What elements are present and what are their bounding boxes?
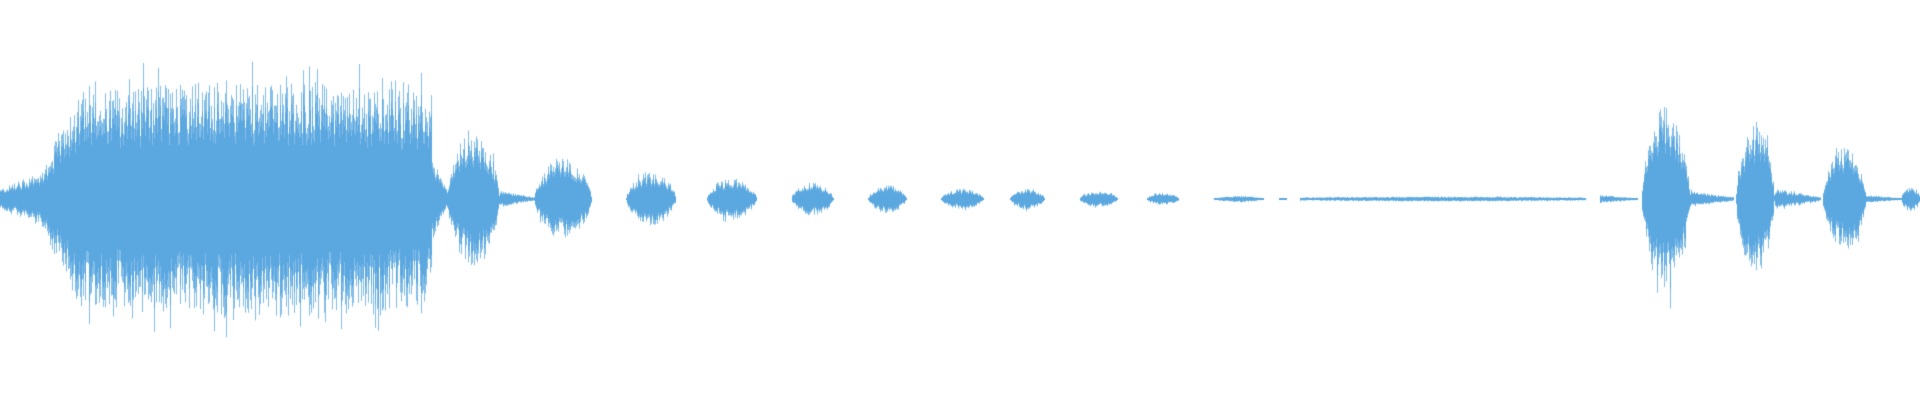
audio-waveform[interactable] [0, 0, 1920, 400]
